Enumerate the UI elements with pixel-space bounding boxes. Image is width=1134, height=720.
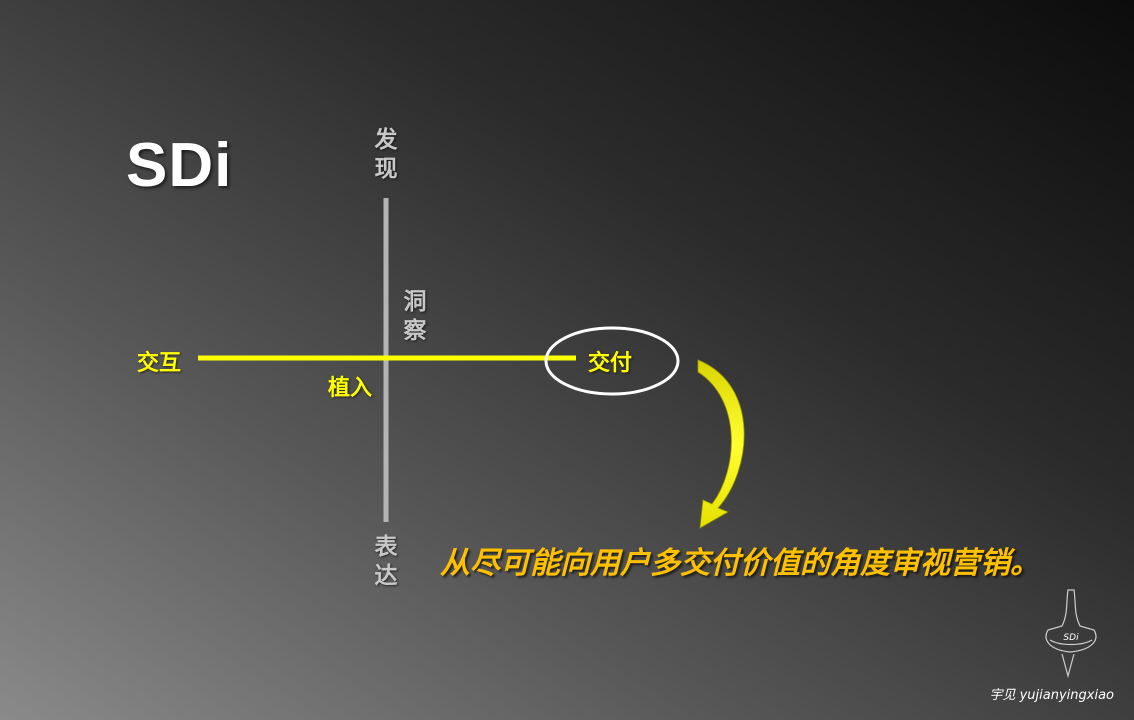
delivery-highlight-ellipse: [544, 326, 680, 396]
axis-label-discover: 发现: [374, 127, 398, 182]
axis-label-insight: 洞察: [403, 289, 427, 344]
slide-title: SDi: [126, 131, 233, 200]
spinning-top-logo-icon: [1045, 589, 1097, 679]
axis-label-deliver: 交付: [588, 351, 633, 376]
author-credit: 宇见 yujianyingxiao: [989, 688, 1114, 703]
slogan-text: 从尽可能向用户多交付价值的角度审视营销。: [440, 546, 1040, 581]
axis-label-interact: 交互: [137, 351, 182, 376]
axis-label-express: 表达: [374, 534, 398, 589]
axis-label-embed: 植入: [328, 376, 373, 401]
logo-text: SDi: [1063, 633, 1079, 643]
curved-arrow-icon: [697, 359, 745, 529]
